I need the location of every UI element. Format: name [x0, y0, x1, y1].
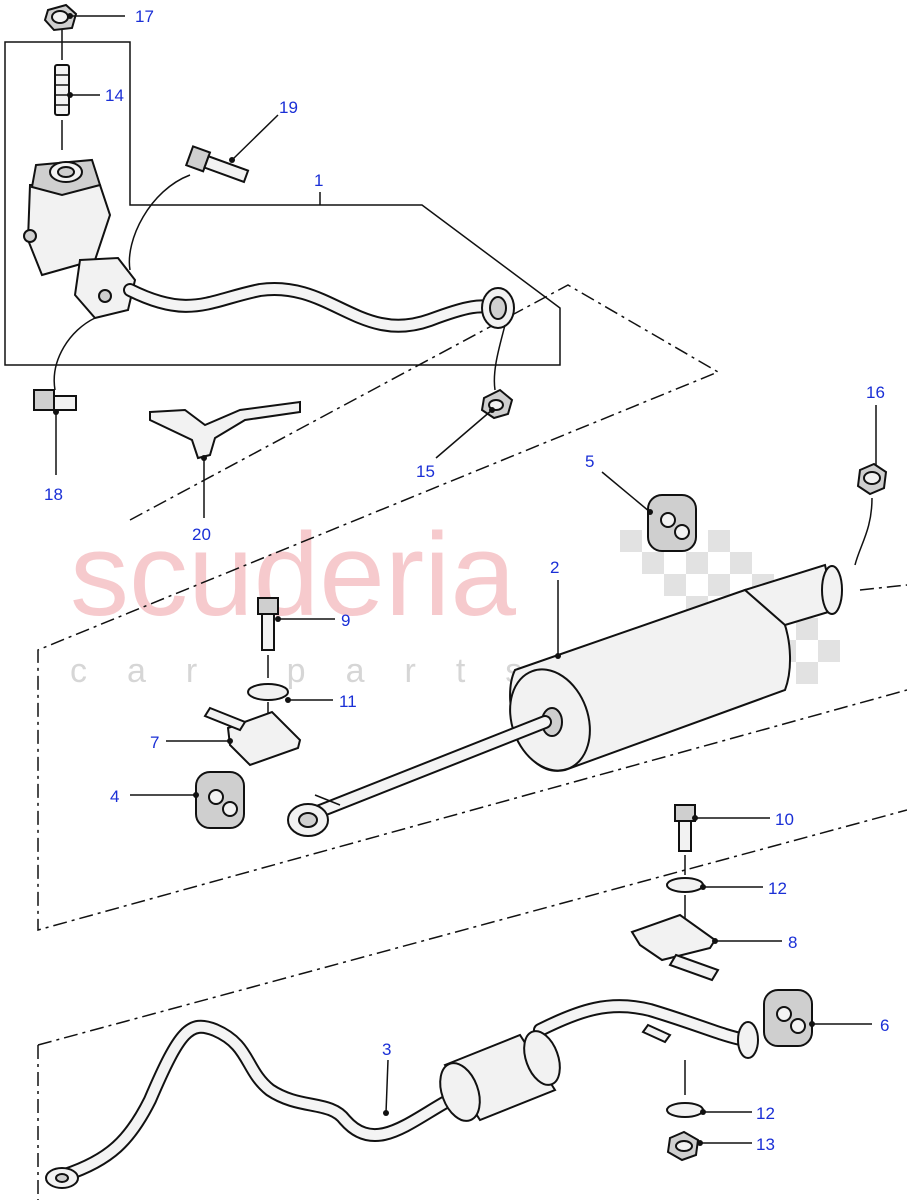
hanger-bracket-8: [630, 913, 717, 962]
hanger-bracket-7: [226, 710, 302, 767]
mounting-bracket-20: [149, 400, 301, 460]
flange-nut-13: [666, 1130, 700, 1162]
rubber-mounting-6: [763, 989, 813, 1047]
callout-3: 3: [382, 1040, 391, 1059]
hex-bolt-18: [33, 389, 77, 411]
callout-20: 20: [192, 525, 211, 544]
front-pipe-assembly-frame: [4, 41, 561, 366]
callout-12-lower: 12: [756, 1104, 775, 1123]
callout-13: 13: [756, 1135, 775, 1154]
callout-8: 8: [788, 933, 797, 952]
front-exhaust-pipe: [123, 281, 515, 333]
nut-16-leader: [854, 497, 873, 566]
callout-14: 14: [105, 86, 124, 105]
bolt-19-leader: [128, 174, 191, 271]
washer-11: [247, 683, 289, 701]
callout-6: 6: [880, 1016, 889, 1035]
callout-16: 16: [866, 383, 885, 402]
catalytic-converter: [23, 158, 137, 320]
callout-5: 5: [585, 452, 594, 471]
callout-19: 19: [279, 98, 298, 117]
hanger-rod-8: [668, 953, 720, 982]
callout-leaders: [53, 13, 877, 1146]
nut-15-leader: [493, 324, 506, 391]
rubber-mounting-5: [647, 494, 697, 552]
callout-labels: 17 14 19 1 18 20 15 16 5 2 9 11 7 4 10 1…: [44, 7, 889, 1154]
callout-9: 9: [341, 611, 350, 630]
callout-2: 2: [550, 558, 559, 577]
hex-bolt-19: [184, 145, 250, 184]
bolt-9: [257, 597, 279, 678]
rear-silencer: [287, 563, 843, 837]
washer-12-upper: [666, 877, 704, 893]
rubber-mounting-4: [195, 771, 245, 829]
callout-10: 10: [775, 810, 794, 829]
watermark-sub: car parts: [70, 652, 562, 690]
callout-18: 18: [44, 485, 63, 504]
callout-1: 1: [314, 171, 323, 190]
hanger-rod-7: [203, 706, 247, 732]
flange-nut-top: [43, 3, 78, 32]
callout-12-upper: 12: [768, 879, 787, 898]
bolt-18-leader: [53, 317, 96, 391]
watermark-main: scuderia: [70, 509, 516, 641]
callout-17: 17: [135, 7, 154, 26]
callout-7: 7: [150, 733, 159, 752]
callout-11: 11: [339, 692, 357, 711]
callout-15: 15: [416, 462, 435, 481]
flange-nut-16: [856, 462, 888, 496]
bolt-10: [674, 804, 696, 875]
exhaust-stud: [54, 25, 70, 150]
washer-12-lower: [666, 1102, 704, 1118]
section-divider-lower: [37, 584, 907, 1200]
intermediate-pipe: [45, 999, 759, 1189]
callout-4: 4: [110, 787, 119, 806]
